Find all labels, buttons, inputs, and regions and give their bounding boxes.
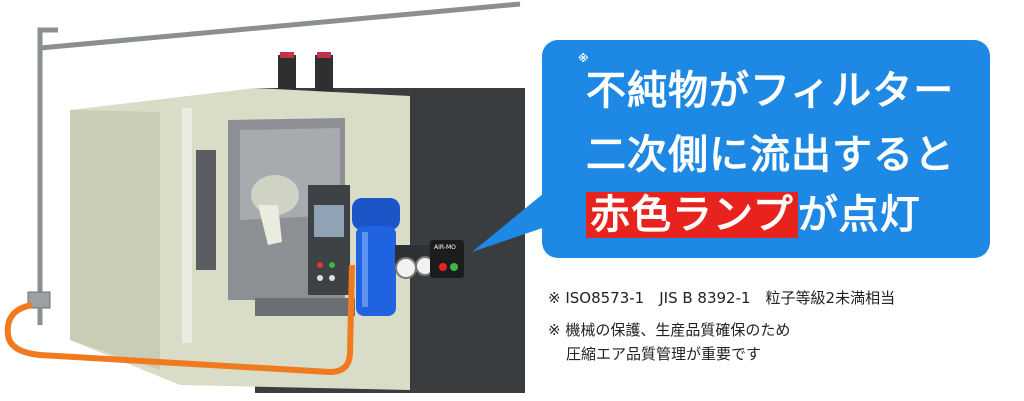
machine-tool (70, 52, 525, 393)
note-protection-line-1: ※ 機械の保護、生産品質確保のため (548, 321, 791, 339)
callout-line-3-rest: が点灯 (797, 192, 921, 238)
orange-air-hose (4, 264, 355, 376)
note-standard: ※ ISO8573-1 JIS B 8392-1 粒子等級2未満相当 (548, 289, 896, 307)
sensor-label: AIR-MO (434, 244, 456, 251)
callout-line-1: 不純物がフィルター (586, 68, 955, 114)
callout-line-3: 赤色ランプが点灯 (586, 192, 921, 238)
callout-line-2: 二次側に流出すると (586, 132, 955, 178)
callout-asterisk: ※ (578, 52, 590, 65)
overhead-air-pipe (27, 1, 521, 325)
red-lamp-highlight: 赤色ランプ (586, 192, 798, 238)
air-filter-unit (352, 198, 464, 316)
note-protection-line-2: 圧縮エア品質管理が重要です (566, 345, 762, 363)
